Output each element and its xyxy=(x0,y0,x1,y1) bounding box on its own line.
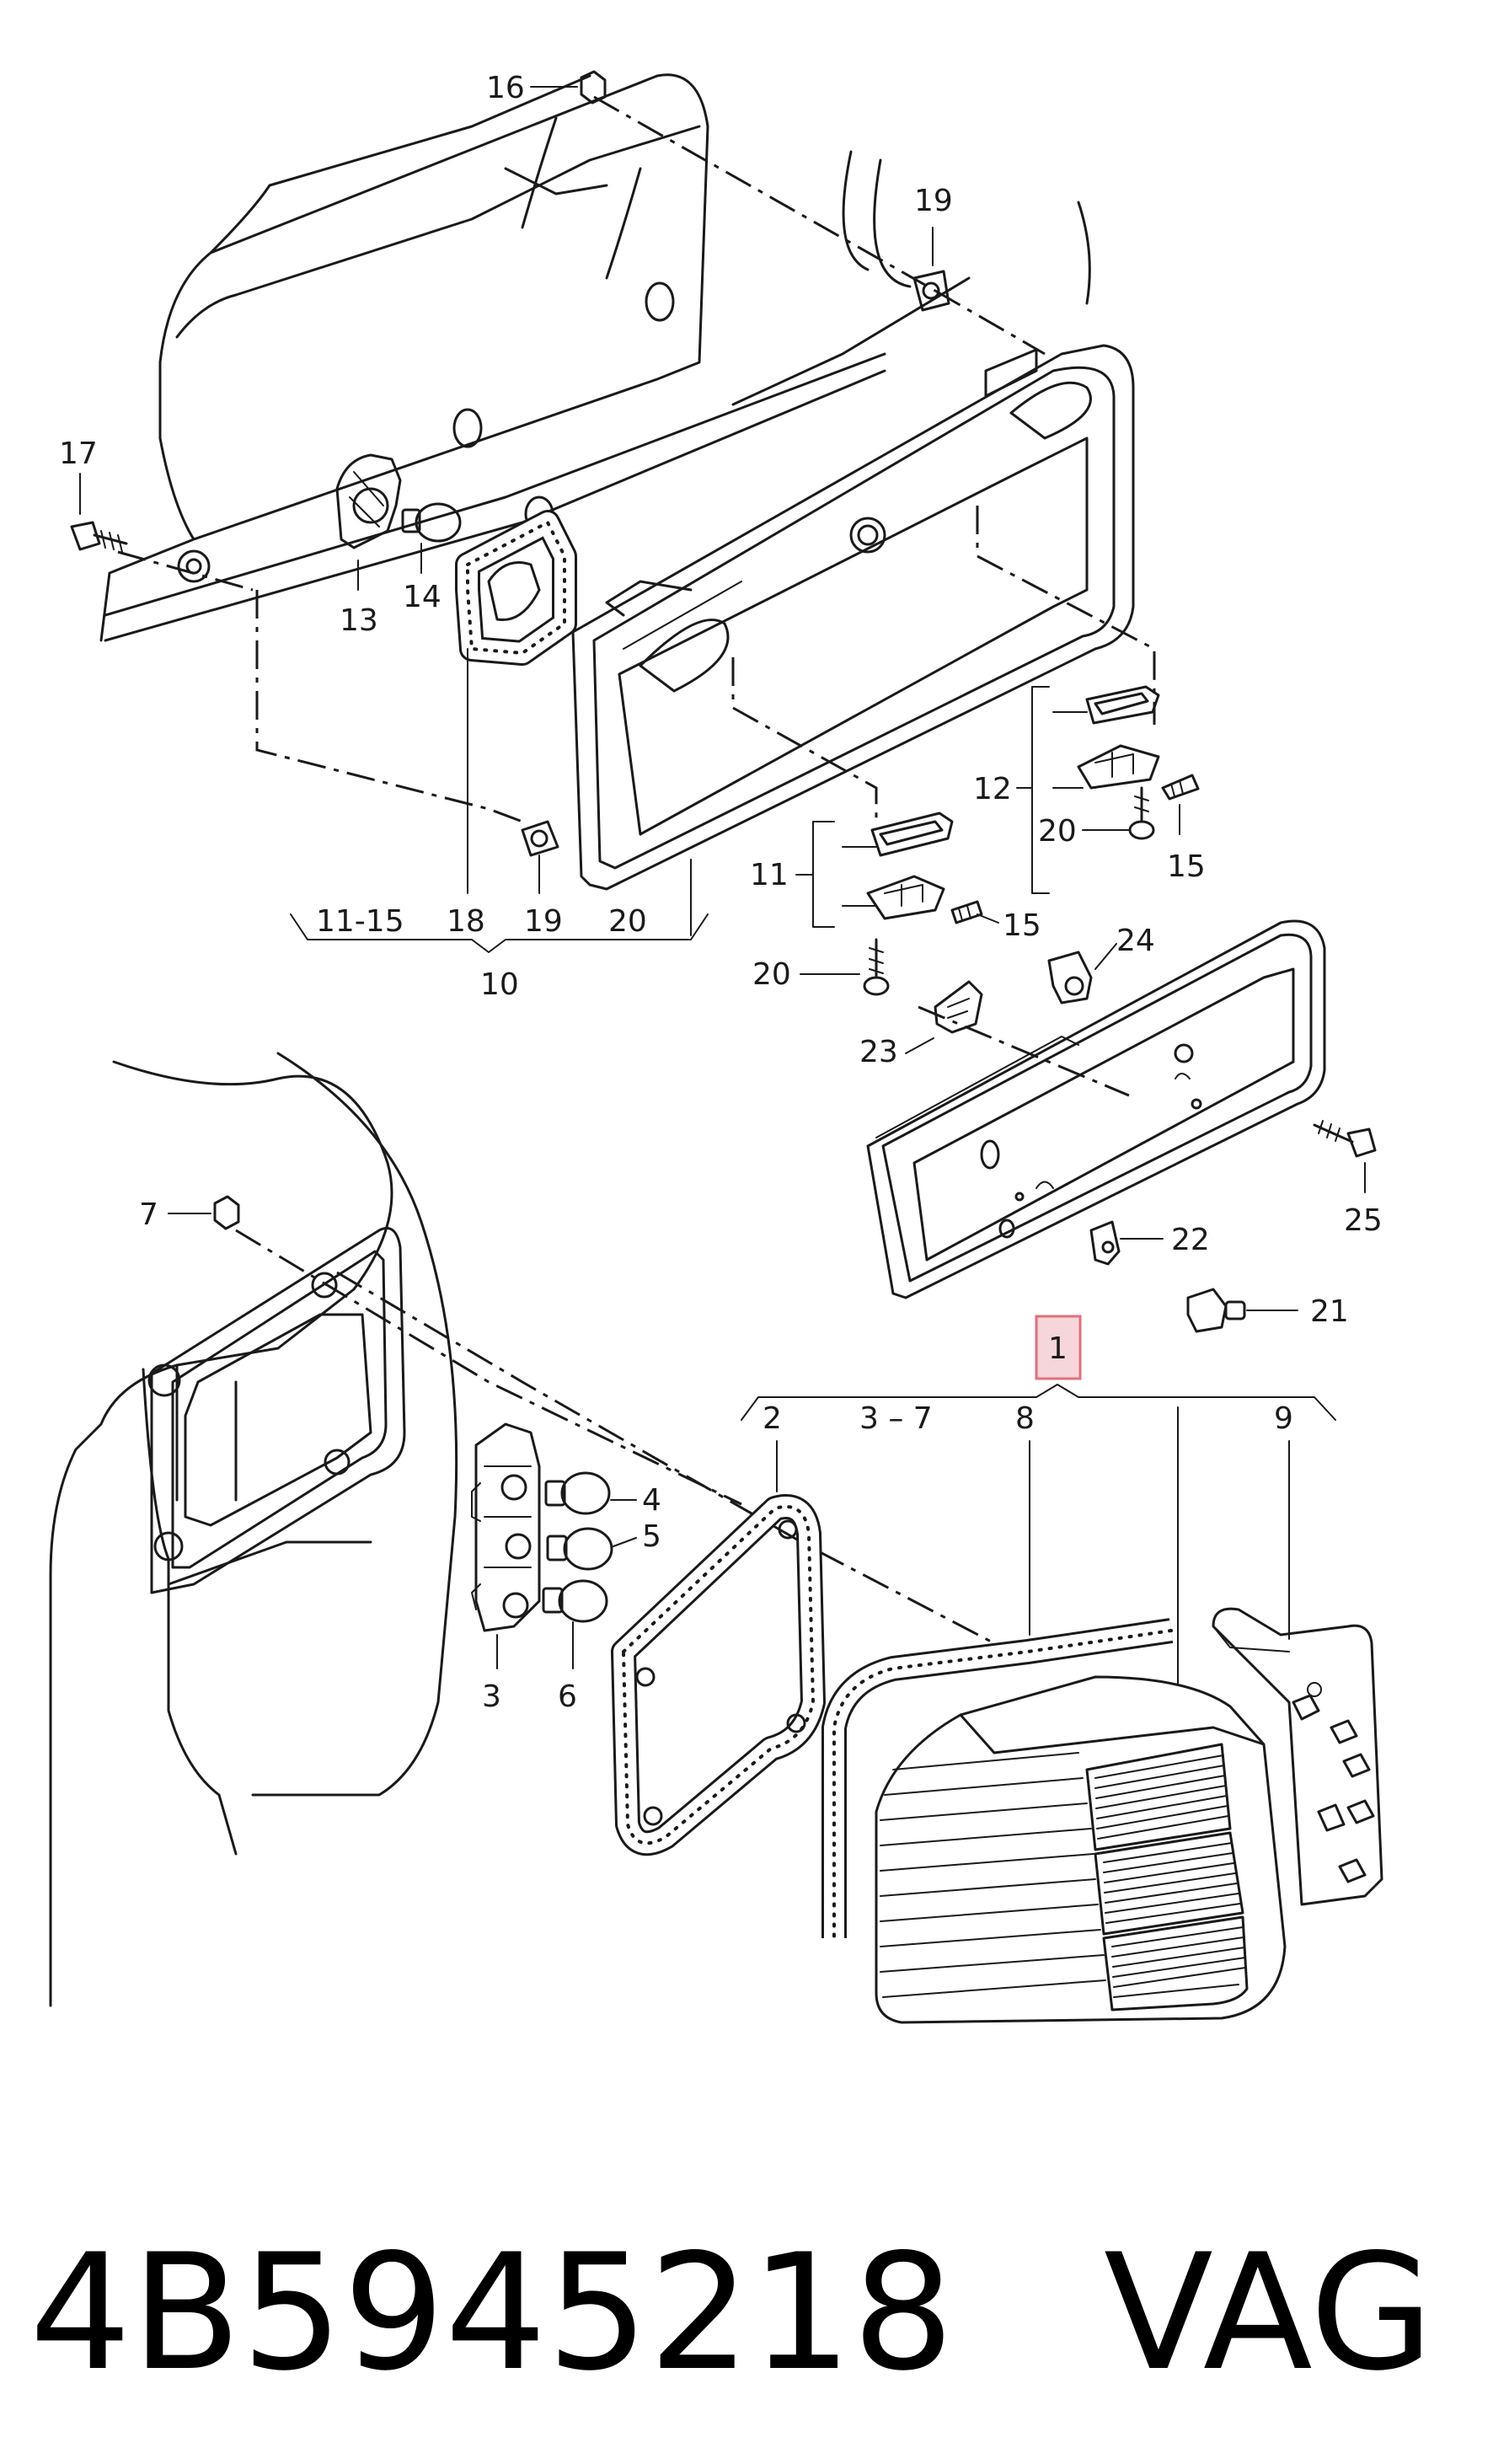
nut-16 xyxy=(530,70,607,104)
callout-5: 5 xyxy=(642,1519,661,1554)
callout-4: 4 xyxy=(642,1483,661,1518)
rear-quarter-body xyxy=(49,1052,458,2007)
rear-panel-trim xyxy=(571,276,1135,891)
assembly-lines-upper xyxy=(117,95,1156,1097)
callout-6: 6 xyxy=(558,1679,577,1714)
callout-11-15: 11-15 xyxy=(316,904,404,939)
bracket-10 xyxy=(290,913,709,953)
callout-14: 14 xyxy=(403,580,441,614)
assembly-lines-lower xyxy=(235,1229,995,1645)
license-lamp-11 xyxy=(795,812,999,928)
callout-20-group10: 20 xyxy=(608,904,647,939)
gasket-18 xyxy=(455,510,577,894)
callout-21: 21 xyxy=(1310,1294,1349,1329)
rivet-21 xyxy=(1186,1288,1298,1333)
callout-15-lamp12: 15 xyxy=(1167,849,1206,884)
bulb-5 xyxy=(546,1527,637,1571)
clip-22 xyxy=(1089,1220,1164,1266)
callout-25: 25 xyxy=(1344,1203,1383,1238)
callout-12: 12 xyxy=(973,772,1012,806)
callout-8: 8 xyxy=(1015,1401,1035,1436)
callout-9: 9 xyxy=(1274,1401,1293,1436)
callout-3-7: 3 – 7 xyxy=(859,1401,933,1436)
callout-24: 24 xyxy=(1116,924,1155,958)
brand: VAG xyxy=(1104,2220,1434,2406)
number-plate-holder xyxy=(866,919,1326,1299)
clip-19-lower xyxy=(521,820,559,894)
callout-13: 13 xyxy=(340,603,378,638)
bulb-6 xyxy=(542,1579,608,1669)
callout-1: 1 xyxy=(1048,1331,1068,1366)
screw-25 xyxy=(1313,1120,1377,1193)
callout-20-lamp12: 20 xyxy=(1038,814,1077,849)
bracket-23 xyxy=(905,980,983,1054)
callout-23: 23 xyxy=(859,1035,898,1069)
bulb-14 xyxy=(401,502,462,574)
callout-17: 17 xyxy=(59,437,98,471)
gasket-2 xyxy=(611,1440,826,1856)
callout-2: 2 xyxy=(763,1401,782,1436)
callout-22: 22 xyxy=(1171,1223,1210,1257)
bulb-4 xyxy=(544,1471,637,1515)
screw-20-lamp11 xyxy=(800,938,890,996)
bulb-holder-3 xyxy=(471,1422,541,1669)
mounting-plate-9 xyxy=(1212,1440,1383,1906)
seal-8 xyxy=(821,1440,1174,1940)
clip-24 xyxy=(1047,943,1117,1004)
bracket-1 xyxy=(741,1384,1336,1421)
callout-16: 16 xyxy=(486,71,525,105)
nut-7 xyxy=(168,1195,240,1230)
callout-18: 18 xyxy=(447,904,485,939)
callout-1-highlight[interactable]: 1 xyxy=(1035,1315,1082,1380)
callout-11: 11 xyxy=(750,858,789,892)
callout-10: 10 xyxy=(480,967,519,1002)
bulb-holder-13 xyxy=(335,453,402,591)
screw-17 xyxy=(70,473,128,553)
license-lamp-12 xyxy=(1016,685,1200,894)
callout-15-lamp11: 15 xyxy=(1003,908,1041,943)
callout-3: 3 xyxy=(482,1679,501,1714)
clip-19-top xyxy=(912,227,950,312)
trunk-lid-panel xyxy=(99,73,1091,642)
tail-lamp-unit xyxy=(875,1406,1287,2024)
callout-19-lower: 19 xyxy=(524,904,563,939)
callout-19-top: 19 xyxy=(914,184,953,218)
callout-20-lamp11: 20 xyxy=(752,957,791,992)
callout-7: 7 xyxy=(139,1197,158,1232)
part-number: 4B5945218 xyxy=(29,2220,954,2406)
screw-20-lamp12 xyxy=(1082,786,1155,840)
